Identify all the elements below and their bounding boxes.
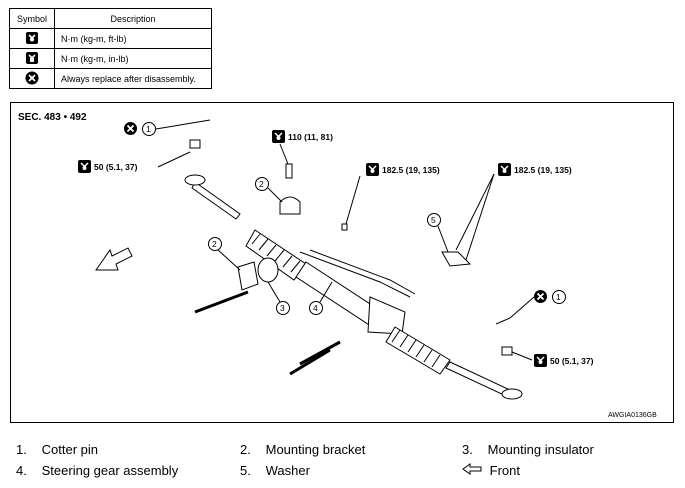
leader-line (509, 296, 535, 319)
always-replace-icon (533, 289, 548, 304)
mounting-insulator (257, 257, 279, 283)
callout-circle (552, 290, 566, 304)
part-list-item-4: 4. Steering gear assembly (16, 463, 178, 478)
torque-182-left: 182.5 (19, 135) (382, 165, 440, 175)
bolt-mid (341, 223, 348, 231)
torque-wrench-icon (365, 162, 380, 177)
bolt-lower-2 (299, 340, 341, 366)
part-list-item-1: 1. Cotter pin (16, 442, 98, 457)
torque-wrench-icon (271, 129, 286, 144)
part-number: 4. (16, 463, 27, 478)
part-name: Mounting insulator (487, 442, 594, 457)
leader-line (511, 351, 533, 361)
cotter-pin-top (185, 119, 211, 125)
torque-110: 110 (11, 81) (288, 132, 333, 142)
callout-1-right: 1 (556, 292, 561, 302)
callout-circle (309, 301, 323, 315)
torque-182-right: 182.5 (19, 135) (514, 165, 572, 175)
always-replace-icon (25, 71, 39, 84)
leader-line (465, 173, 495, 261)
symbol-legend-table: Symbol Description N·m (kg-m, ft-lb) N·m… (9, 8, 212, 89)
callout-circle (142, 122, 156, 136)
part-list-item-5: 5. Washer (240, 463, 310, 478)
callout-4: 4 (313, 303, 318, 313)
torque-50-top: 50 (5.1, 37) (94, 162, 138, 172)
mounting-bracket-left (237, 261, 259, 291)
front-arrow-icon (462, 463, 486, 478)
bolt-left (194, 290, 249, 314)
steering-gear-diagram: SEC. 483 • 492 1 (18, 112, 657, 419)
torque-wrench-icon (533, 353, 548, 368)
leader-line (267, 187, 283, 203)
torque-50-bottom: 50 (5.1, 37) (550, 356, 594, 366)
leader-line (217, 249, 241, 271)
part-number: 1. (16, 442, 27, 457)
callout-5: 5 (431, 215, 436, 225)
torque-wrench-icon (26, 31, 38, 44)
diagram-frame (10, 102, 674, 423)
callout-1-top: 1 (146, 124, 151, 134)
leader-line (345, 175, 361, 225)
legend-header-description: Description (54, 8, 212, 29)
part-number: 3. (462, 442, 473, 457)
legend-row-2-description: N·m (kg-m, in-lb) (54, 48, 212, 69)
mounting-bracket-top (279, 196, 301, 215)
nut-top (189, 139, 201, 149)
part-name: Steering gear assembly (41, 463, 179, 478)
leader-line (267, 281, 281, 303)
legend-header-symbol: Symbol (9, 8, 55, 29)
leader-line (455, 173, 495, 251)
callout-circle (427, 213, 441, 227)
leader-line (437, 225, 449, 253)
steering-gear-assembly (184, 174, 523, 400)
legend-row-1-description: N·m (kg-m, ft-lb) (54, 28, 212, 49)
bolt-lower-1 (289, 348, 331, 376)
leader-line (157, 151, 191, 168)
leader-line (155, 123, 187, 130)
part-list-item-2: 2. Mounting bracket (240, 442, 365, 457)
legend-row-3-description: Always replace after disassembly. (54, 68, 212, 89)
part-number: 5. (240, 463, 251, 478)
legend-row-2-symbol (9, 48, 55, 69)
callout-2-left: 2 (212, 239, 217, 249)
part-name: Front (489, 463, 520, 478)
cotter-pin-bottom (495, 317, 511, 325)
callout-circle (208, 237, 222, 251)
legend-row-1-symbol (9, 28, 55, 49)
part-list-item-3: 3. Mounting insulator (462, 442, 594, 457)
section-label: SEC. 483 • 492 (18, 112, 87, 123)
torque-wrench-inlb-icon (26, 51, 38, 64)
part-name: Mounting bracket (265, 442, 366, 457)
callout-circle (255, 177, 269, 191)
callout-2-top: 2 (259, 179, 264, 189)
leader-line (279, 143, 289, 165)
legend-row-3-symbol (9, 68, 55, 89)
part-list-item-front: Front (462, 463, 520, 478)
callout-circle (276, 301, 290, 315)
part-name: Cotter pin (41, 442, 98, 457)
bolt-top (285, 163, 293, 179)
torque-wrench-icon (497, 162, 512, 177)
part-number: 2. (240, 442, 251, 457)
part-name: Washer (265, 463, 310, 478)
always-replace-icon (123, 121, 138, 136)
nut-bottom (501, 346, 513, 356)
torque-wrench-icon (77, 159, 92, 174)
washer (441, 251, 472, 267)
front-arrow-icon (95, 247, 133, 271)
callout-3: 3 (280, 303, 285, 313)
leader-line (319, 281, 333, 303)
figure-code: AWGIA0136GB (608, 412, 657, 419)
